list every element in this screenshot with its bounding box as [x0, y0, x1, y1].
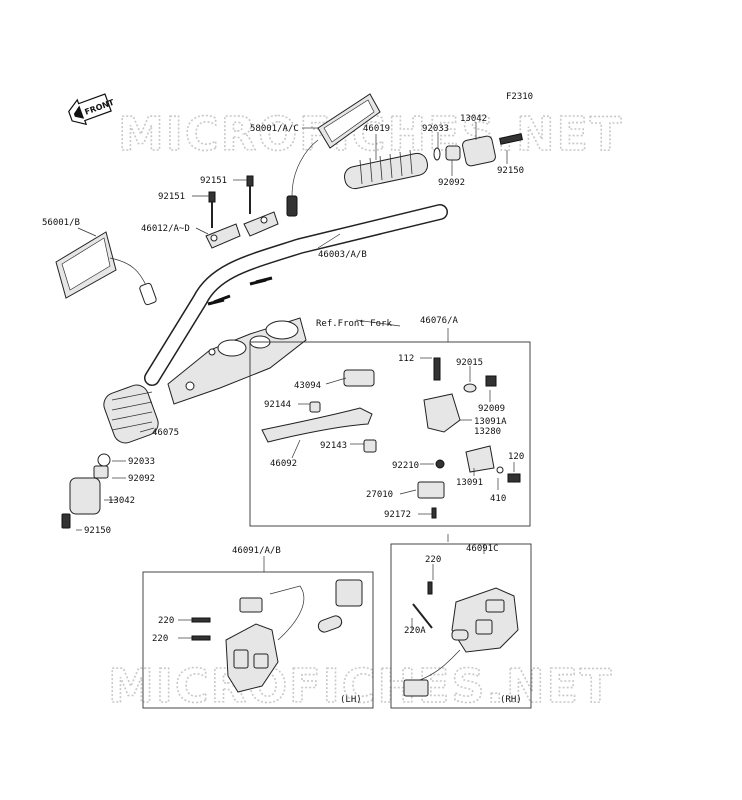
label-220-lh-b: 220 — [152, 634, 168, 644]
label-220A: 220A — [404, 626, 426, 636]
label-46091ab: 46091/A/B — [232, 546, 281, 556]
label-13091a: 13091A — [474, 417, 507, 427]
label-13042-top: 13042 — [460, 114, 487, 124]
label-92092-left: 92092 — [128, 474, 155, 484]
label-92150-top: 92150 — [497, 166, 524, 176]
leader-lines — [76, 122, 515, 639]
label-220-lh-a: 220 — [158, 616, 174, 626]
label-13042-left: 13042 — [108, 496, 135, 506]
label-ref-front-fork: Ref.Front Fork — [316, 319, 392, 329]
label-92015: 92015 — [456, 358, 483, 368]
label-92144: 92144 — [264, 400, 291, 410]
label-92151-b: 92151 — [158, 192, 185, 202]
front-arrow-icon: FRONT — [68, 93, 116, 126]
label-92092-top: 92092 — [438, 178, 465, 188]
label-92172: 92172 — [384, 510, 411, 520]
label-46092: 46092 — [270, 459, 297, 469]
label-46019: 46019 — [363, 124, 390, 134]
lh-switch-box — [142, 571, 374, 709]
label-220-rh: 220 — [425, 555, 441, 565]
label-92210: 92210 — [392, 461, 419, 471]
label-13280: 13280 — [474, 427, 501, 437]
label-46012: 46012/A~D — [141, 224, 190, 234]
label-92150-left: 92150 — [84, 526, 111, 536]
left-mirror — [55, 231, 157, 306]
label-58001: 58001/A/C — [250, 124, 299, 134]
label-410: 410 — [490, 494, 506, 504]
label-92009: 92009 — [478, 404, 505, 414]
label-56001: 56001/B — [42, 218, 80, 228]
label-46091c: 46091C — [466, 544, 499, 554]
right-mirror — [286, 93, 381, 217]
watermark-bottom: MICROFICHES.NET — [108, 659, 613, 713]
label-13091: 13091 — [456, 478, 483, 488]
tag-lh: (LH) — [340, 695, 362, 705]
label-43094: 43094 — [294, 381, 321, 391]
clutch-lever — [261, 357, 521, 519]
handlebar-clamp — [205, 211, 279, 249]
label-92033-top: 92033 — [422, 124, 449, 134]
label-92033-left: 92033 — [128, 457, 155, 467]
label-27010: 27010 — [366, 490, 393, 500]
label-92151-a: 92151 — [200, 176, 227, 186]
lh-switch-housing — [191, 579, 363, 693]
handlebar — [144, 204, 448, 386]
left-grip — [61, 384, 159, 529]
rh-switch-box — [390, 543, 532, 709]
lever-assembly-box — [249, 341, 531, 527]
right-grip — [343, 133, 523, 190]
rh-switch-housing — [403, 581, 519, 697]
label-46075: 46075 — [152, 428, 179, 438]
label-46076: 46076/A — [420, 316, 459, 326]
tag-rh: (RH) — [500, 695, 522, 705]
figure-code: F2310 — [506, 92, 533, 102]
bolt-92151 — [208, 175, 254, 228]
label-112: 112 — [398, 354, 414, 364]
label-92143: 92143 — [320, 441, 347, 451]
label-120: 120 — [508, 452, 524, 462]
label-46003: 46003/A/B — [318, 250, 367, 260]
